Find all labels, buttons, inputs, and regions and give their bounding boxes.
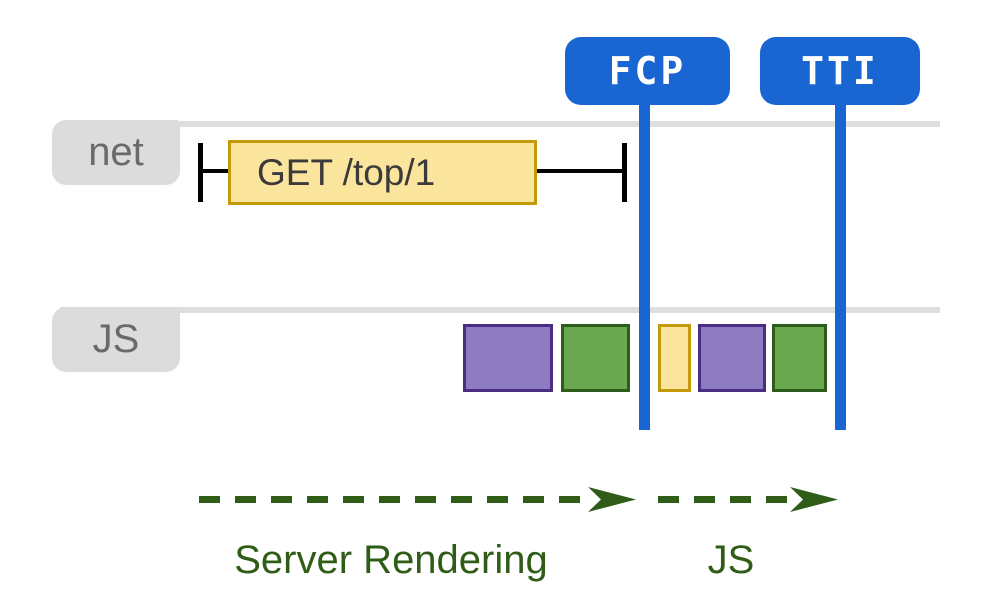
fcp-badge-label: FCP xyxy=(608,49,687,93)
tti-marker-line xyxy=(835,104,846,430)
arrowhead-icon xyxy=(588,487,636,512)
request-start-tick-icon xyxy=(198,143,203,202)
arrowhead-icon xyxy=(790,487,838,512)
request-left-connector xyxy=(203,169,230,173)
net-lane-line xyxy=(60,121,940,127)
net-lane-label-text: net xyxy=(88,130,144,174)
request-right-connector xyxy=(535,169,624,173)
tti-badge-label: TTI xyxy=(801,49,879,93)
network-request-label: GET /top/1 xyxy=(257,151,436,193)
js-phase-label: JS xyxy=(707,538,755,582)
js-lane-label: JS xyxy=(52,307,180,372)
js-task-block-green xyxy=(561,324,630,392)
server-rendering-arrow-dashes xyxy=(199,496,587,503)
js-lane-label-text: JS xyxy=(92,317,140,361)
js-task-block-yellow xyxy=(658,324,691,392)
net-lane-label: net xyxy=(52,120,180,185)
js-lane-line xyxy=(60,307,940,313)
js-task-block-green xyxy=(772,324,827,392)
fcp-badge: FCP xyxy=(565,37,730,105)
request-end-tick-icon xyxy=(622,143,627,202)
tti-badge: TTI xyxy=(760,37,920,105)
server-rendering-phase-label: Server Rendering xyxy=(234,538,548,582)
js-task-block-purple xyxy=(463,324,553,392)
network-request-box: GET /top/1 xyxy=(228,140,537,205)
fcp-marker-line xyxy=(639,104,650,430)
js-arrow-dashes xyxy=(658,496,792,503)
js-task-block-purple xyxy=(698,324,766,392)
